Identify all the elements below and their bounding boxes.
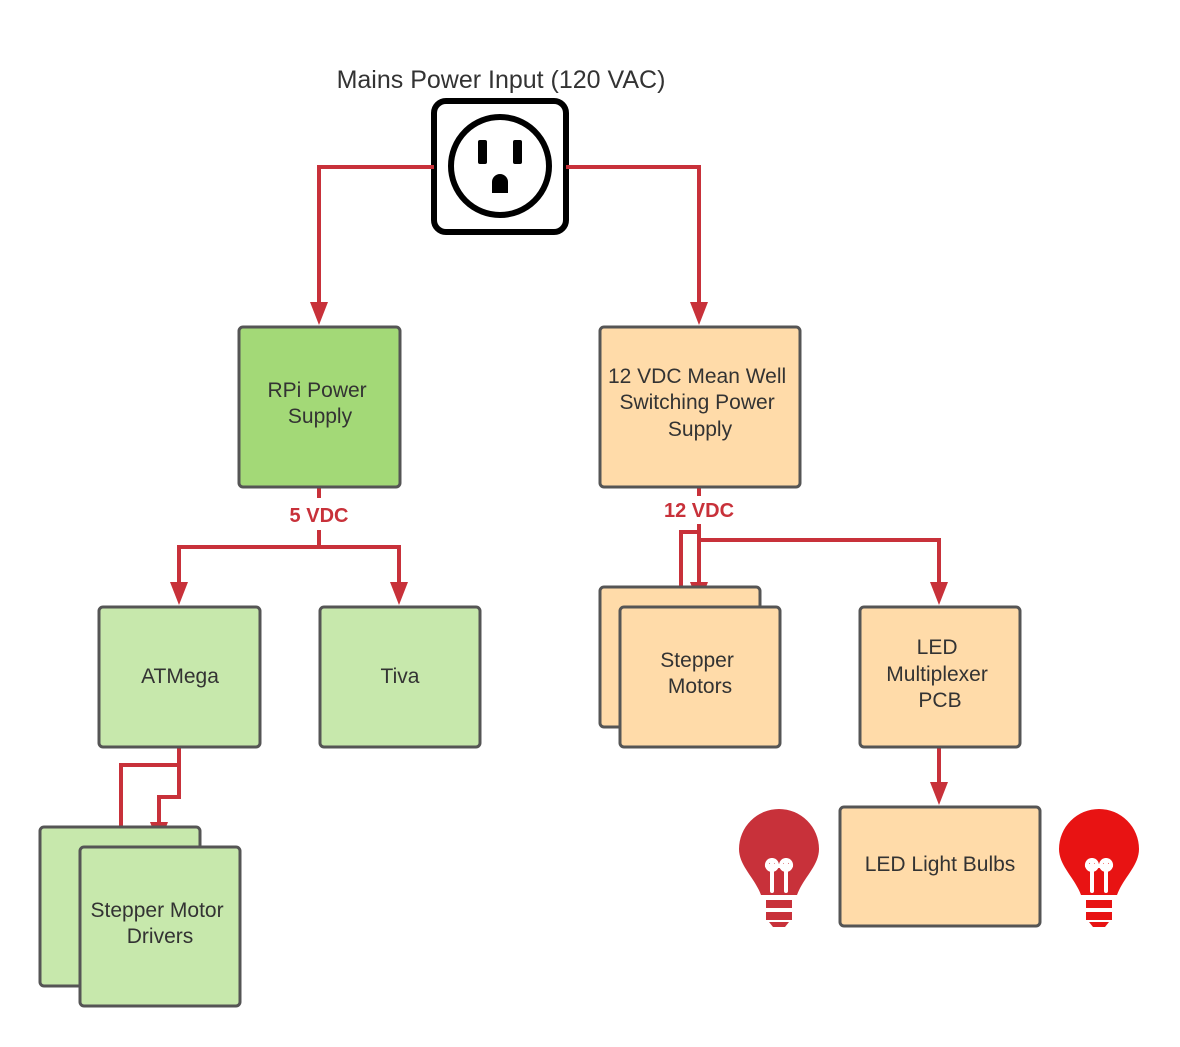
rpi-power-supply-line: Supply xyxy=(288,405,353,428)
stepper-motors-line: Motors xyxy=(668,675,732,698)
atmega-box: ATMega xyxy=(97,605,262,749)
power-outlet-icon xyxy=(431,98,569,235)
rpi-output-voltage-label: 5 VDC xyxy=(290,505,349,527)
meanwell-line: 12 VDC Mean Well xyxy=(608,365,786,388)
rpi-power-supply-box: RPi Power Supply xyxy=(237,325,402,489)
led-multiplexer-line: Multiplexer xyxy=(886,663,988,686)
rpi-power-supply-label: RPi Power Supply xyxy=(267,379,372,428)
stepper-motors-box: Stepper Motors xyxy=(598,585,782,749)
meanwell-line: Supply xyxy=(668,418,733,441)
atmega-label: ATMega xyxy=(141,665,219,688)
stepper-drivers-line: Stepper Motor xyxy=(91,899,224,922)
led-multiplexer-box: LED Multiplexer PCB xyxy=(858,605,1022,749)
stepper-drivers-label: Stepper Motor Drivers xyxy=(91,899,230,948)
wires xyxy=(119,165,941,828)
led-light-bulbs-box: LED Light Bulbs xyxy=(838,805,1042,928)
meanwell-power-supply-box: 12 VDC Mean Well Switching Power Supply xyxy=(598,325,802,489)
led-light-bulbs-label: LED Light Bulbs xyxy=(865,853,1016,876)
stepper-motors-label: Stepper Motors xyxy=(660,649,739,698)
diagram-title: Mains Power Input (120 VAC) xyxy=(337,66,666,94)
light-bulb-icon xyxy=(1059,809,1139,927)
tiva-label: Tiva xyxy=(381,665,420,688)
light-bulb-icon xyxy=(739,809,819,927)
stepper-drivers-box: Stepper Motor Drivers xyxy=(38,825,242,1008)
led-multiplexer-label: LED Multiplexer PCB xyxy=(886,636,993,712)
rpi-power-supply-line: RPi Power xyxy=(267,379,366,402)
stepper-drivers-line: Drivers xyxy=(127,925,194,948)
meanwell-line: Switching Power xyxy=(619,391,774,414)
led-multiplexer-line: LED xyxy=(917,636,958,659)
meanwell-output-voltage-label: 12 VDC xyxy=(664,500,734,522)
stepper-motors-line: Stepper xyxy=(660,649,734,672)
led-multiplexer-line: PCB xyxy=(918,689,961,712)
tiva-box: Tiva xyxy=(318,605,482,749)
meanwell-power-supply-label: 12 VDC Mean Well Switching Power Supply xyxy=(608,365,792,441)
